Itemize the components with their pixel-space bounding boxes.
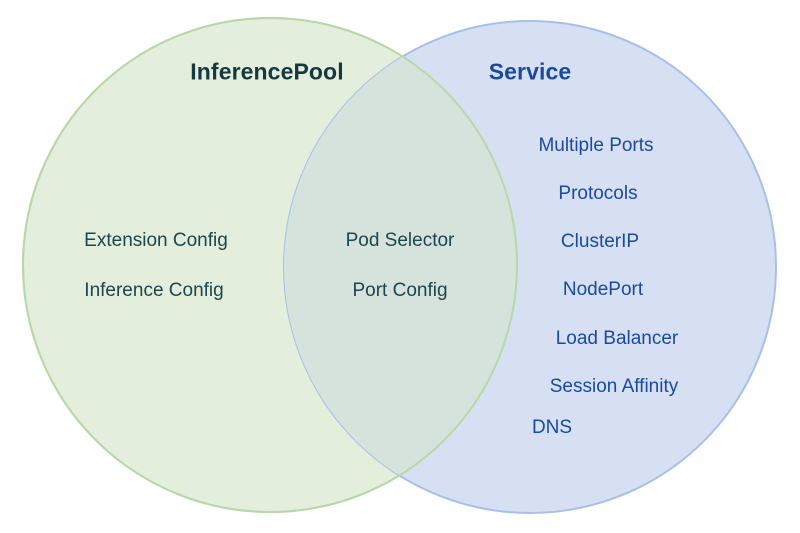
left-set-circle-outline <box>22 17 518 513</box>
intersection-region <box>284 21 518 513</box>
